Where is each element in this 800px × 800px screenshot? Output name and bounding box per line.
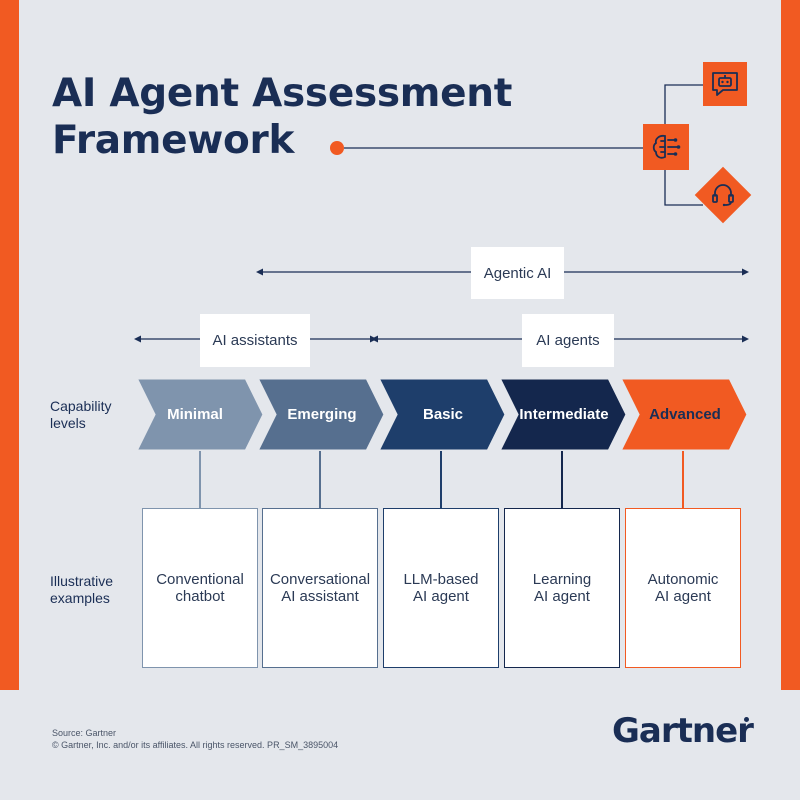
example-card-minimal: Conventional chatbot [142, 508, 258, 668]
copyright-line: © Gartner, Inc. and/or its affiliates. A… [52, 740, 339, 750]
stage-label-minimal: Minimal [167, 406, 223, 423]
headset-icon [706, 178, 740, 212]
capability-levels-label: Capability levels [50, 398, 112, 431]
illustrative-examples-label: Illustrative examples [50, 573, 114, 606]
stage-label-advanced: Advanced [649, 406, 721, 423]
ai-agents-label: AI agents [522, 314, 614, 367]
agentic-ai-label: Agentic AI [471, 247, 564, 299]
logo-registered-mark [744, 717, 749, 722]
title-connector-dot [330, 141, 344, 155]
example-card-intermediate: Learning AI agent [504, 508, 620, 668]
example-card-advanced: Autonomic AI agent [625, 508, 741, 668]
gartner-logo: Gartner [612, 711, 754, 751]
robot-chat-icon [703, 62, 747, 106]
stage-label-basic: Basic [422, 406, 464, 423]
connector-to-bottom-icon [664, 170, 703, 206]
agents-arrow-right [742, 335, 749, 343]
stage-label-intermediate: Intermediate [519, 406, 609, 423]
stage-chevron-4 [496, 376, 629, 453]
stage-chevron-5 [617, 376, 750, 453]
title-line-1: AI Agent Assessment [52, 71, 513, 116]
connector-to-top-icon [664, 84, 703, 124]
agents-arrow-left [371, 335, 378, 343]
example-card-emerging: Conversational AI assistant [262, 508, 378, 668]
stage-chevron-2 [254, 376, 387, 453]
stage-chevron-1 [133, 376, 266, 453]
page-title: AI Agent Assessment Framework [52, 70, 512, 164]
left-accent-bar [0, 0, 19, 690]
right-accent-bar [781, 0, 800, 690]
agentic-arrow-right [742, 268, 749, 276]
example-card-basic: LLM-based AI agent [383, 508, 499, 668]
footer-band [0, 690, 800, 800]
source-note: Source: Gartner © Gartner, Inc. and/or i… [52, 727, 338, 751]
headset-glyph [712, 184, 734, 207]
agentic-arrow-left [256, 268, 263, 276]
source-line: Source: Gartner [52, 728, 117, 738]
brain-network-icon [643, 124, 689, 170]
stage-chevron-3 [375, 376, 508, 453]
robot-chat-glyph [712, 72, 738, 96]
stage-label-emerging: Emerging [287, 406, 357, 423]
brain-network-glyph [652, 134, 681, 159]
title-line-2: Framework [52, 118, 295, 163]
assistants-arrow-left [134, 335, 141, 343]
ai-assistants-label: AI assistants [200, 314, 310, 367]
